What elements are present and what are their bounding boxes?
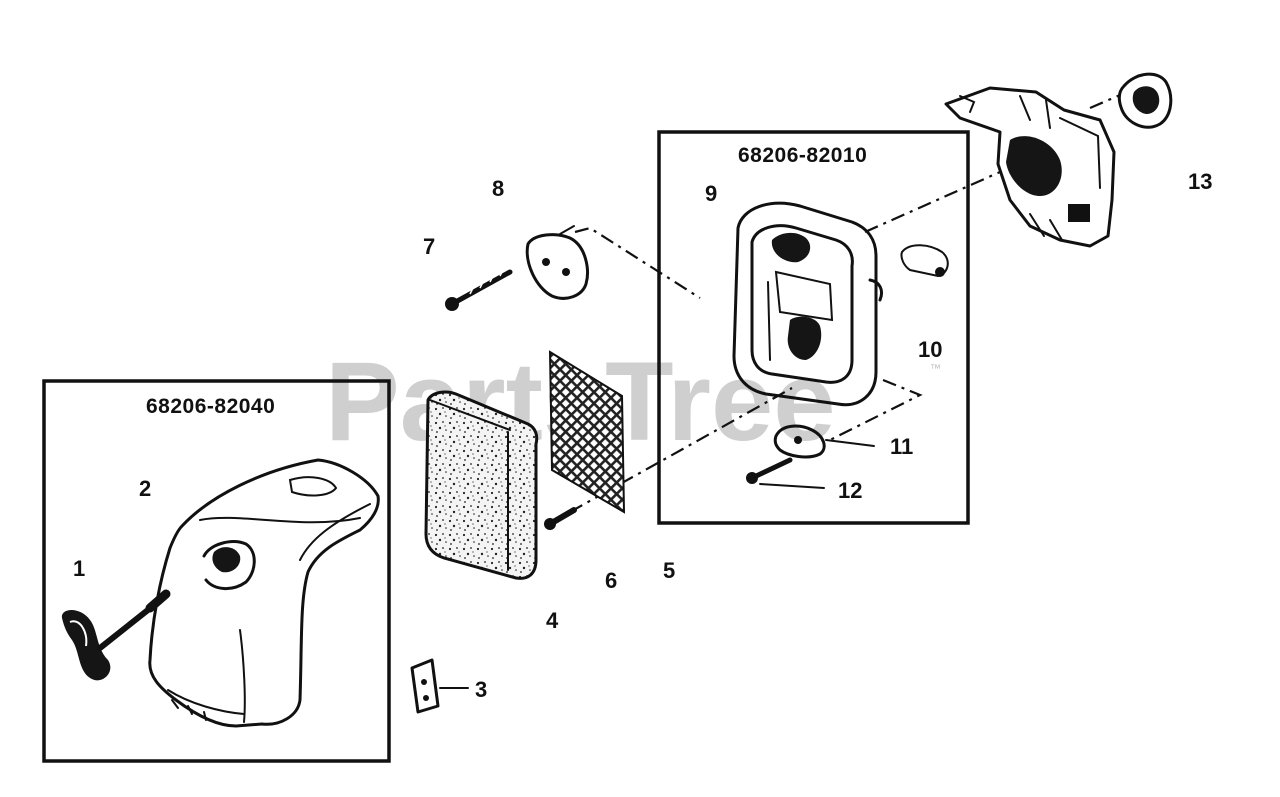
foam-filter-icon[interactable]	[424, 390, 539, 580]
bracket-icon[interactable]	[525, 225, 589, 300]
callout-4[interactable]: 4	[546, 608, 559, 633]
kit-part-number-cover[interactable]: 68206-82040	[146, 395, 275, 418]
kit-box-base[interactable]: 68206-82010	[657, 130, 970, 525]
small-bracket-icon[interactable]	[773, 424, 875, 459]
callout-5[interactable]: 5	[663, 558, 675, 583]
watermark-trademark: ™	[930, 363, 941, 375]
callout-6[interactable]: 6	[605, 568, 617, 593]
callout-labels: 1 2 3 4 5 6 7 8 9 10 11 12 13	[73, 169, 1212, 702]
callout-9[interactable]: 9	[705, 181, 717, 206]
small-screw-icon[interactable]	[746, 457, 825, 489]
callout-11[interactable]: 11	[890, 434, 913, 459]
callout-10[interactable]: 10	[918, 337, 942, 362]
air-cleaner-base-icon[interactable]	[732, 201, 949, 407]
clip-icon[interactable]	[410, 658, 469, 714]
callout-2[interactable]: 2	[139, 476, 151, 501]
screw-icon[interactable]	[544, 507, 577, 530]
carburetor-icon[interactable]	[944, 86, 1116, 248]
callout-12[interactable]: 12	[838, 478, 862, 503]
callout-1[interactable]: 1	[73, 556, 85, 581]
kit-part-number-base[interactable]: 68206-82010	[738, 144, 867, 167]
mesh-screen-icon[interactable]	[548, 350, 626, 514]
callout-13[interactable]: 13	[1188, 169, 1212, 194]
bolt-icon[interactable]	[445, 267, 513, 311]
callout-7[interactable]: 7	[423, 234, 435, 259]
gasket-icon[interactable]	[1117, 72, 1173, 129]
watermark: PartsTree ™	[325, 339, 941, 464]
air-cleaner-cover-icon[interactable]	[148, 458, 380, 728]
callout-3[interactable]: 3	[475, 677, 487, 702]
kit-box-cover[interactable]: 68206-82040	[42, 379, 391, 763]
callout-8[interactable]: 8	[492, 176, 504, 201]
